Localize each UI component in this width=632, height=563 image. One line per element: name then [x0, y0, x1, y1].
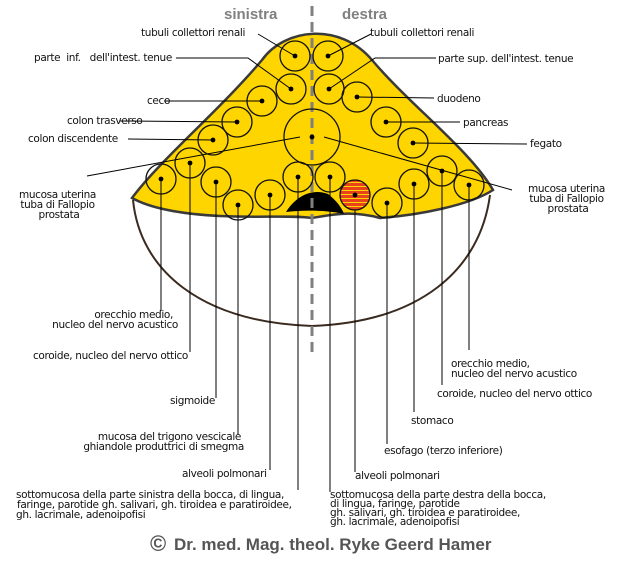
relay-left-colon-trasverso [221, 106, 253, 138]
label-left-sottomucosa: sottomucosa della parte sinistra della b… [16, 489, 295, 521]
relay-left-tubuli-dot [292, 53, 298, 59]
label-left-colon-discendente: colon discendente [28, 133, 118, 145]
relay-right-stomaco-dot [411, 181, 417, 187]
label-left-colon-trasverso: colon trasverso [67, 115, 143, 127]
label-right-intestino-sup: parte sup. dell'intest. tenue [438, 53, 573, 65]
leader-line-8 [328, 57, 436, 90]
relay-left-alveoli [282, 161, 314, 193]
label-right-stomaco: stomaco [411, 415, 453, 427]
label-left-mucosa-uterina: mucosa uterina tuba di Fallopio prostata [19, 189, 99, 221]
relay-right-esofago [371, 187, 403, 219]
label-right-sottomucosa: sottomucosa della parte destra della boc… [330, 489, 549, 528]
label-right-coroide: coroide, nucleo del nervo ottico [437, 388, 592, 400]
relay-left-mucosa-dot [158, 176, 164, 182]
relay-right-orecchio-dot [466, 182, 472, 188]
label-left-sigmoide: sigmoide [170, 395, 215, 407]
relay-left-tubuli [279, 40, 311, 72]
relay-center-fegato-mucosa-dot [309, 134, 315, 140]
label-right-orecchio-medio: orecchio medio, nucleo del nervo acustic… [451, 358, 577, 380]
copyright-text: Dr. med. Mag. theol. Ryke Geerd Hamer [174, 535, 492, 554]
relay-left-intestino-inf-dot [288, 86, 294, 92]
relay-right-tubuli-dot [325, 53, 331, 59]
relay-right-alveoli [314, 161, 346, 193]
label-right-fegato: fegato [530, 138, 562, 150]
relay-right-fegato [397, 127, 429, 159]
label-left-tubuli: tubuli collettori renali [141, 27, 245, 39]
leader-line-7 [327, 33, 372, 57]
label-left-ceco: ceco [147, 95, 170, 107]
relay-left-trigono-dot [267, 192, 273, 198]
relay-left-alveoli-dot [295, 174, 301, 180]
leader-line-6 [323, 136, 513, 191]
leader-line-0 [257, 33, 296, 57]
relay-center-fegato-mucosa [283, 108, 341, 166]
relay-right-pancreas-dot [383, 119, 389, 125]
leader-line-1 [176, 57, 292, 90]
relay-right-alveoli-dot [327, 174, 333, 180]
relay-left-mucosa [145, 163, 177, 195]
label-right-pancreas: pancreas [463, 117, 508, 129]
relay-right-orecchio [453, 169, 485, 201]
leader-lines [86, 33, 528, 492]
copyright-symbol: © [150, 531, 166, 556]
relay-right-pancreas [370, 106, 402, 138]
leader-line-9 [356, 96, 435, 99]
label-left-orecchio-medio: orecchio medio, nucleo del nervo acustic… [52, 309, 178, 331]
relay-left-colon-discendente-dot [210, 137, 216, 143]
relay-right-esofago-highlight-dot [352, 192, 358, 198]
label-left-coroide: coroide, nucleo del nervo ottico [33, 350, 188, 362]
relay-right-duodeno [341, 81, 373, 113]
relay-left-intestino-inf [275, 73, 307, 105]
label-right-alveoli: alveoli polmonari [355, 470, 440, 482]
relay-right-fegato-dot [410, 140, 416, 146]
label-left-trigono: mucosa del trigono vescicale ghiandole p… [83, 431, 244, 453]
relay-right-esofago-dot [384, 200, 390, 206]
relay-left-trigono [254, 179, 286, 211]
relay-left-colon-trasverso-dot [234, 119, 240, 125]
relay-left-ceco [246, 85, 278, 117]
relay-right-stomaco [398, 168, 430, 200]
relay-right-intestino-sup-dot [326, 86, 332, 92]
relay-left-sigmoide [222, 189, 254, 221]
leader-line-4 [127, 138, 214, 141]
relay-left-orecchio [174, 147, 206, 179]
label-left-alveoli: alveoli polmonari [182, 468, 267, 480]
relay-right-coroide-dot [439, 168, 445, 174]
relay-right-coroide [426, 155, 458, 187]
relay-left-ceco-dot [259, 98, 265, 104]
relay-left-sigmoide-dot [235, 202, 241, 208]
relay-circles [145, 40, 485, 221]
label-right-esofago: esofago (terzo inferiore) [384, 445, 503, 457]
relay-left-orecchio-dot [187, 160, 193, 166]
relay-right-tubuli [312, 40, 344, 72]
leader-line-5 [86, 136, 301, 177]
relay-left-coroide [200, 166, 232, 198]
leader-line-3 [119, 120, 238, 123]
leader-line-11 [412, 142, 528, 145]
label-right-duodeno: duodeno [437, 93, 481, 105]
label-right-tubuli: tubuli collettori renali [370, 27, 474, 39]
relay-right-duodeno-dot [354, 94, 360, 100]
relay-left-coroide-dot [213, 179, 219, 185]
side-title-left: sinistra [224, 6, 278, 23]
label-left-intestino-inf: parte inf. dell'intest. tenue [34, 52, 172, 64]
side-title-right: destra [342, 6, 388, 23]
label-right-mucosa-uterina: mucosa uterina tuba di Fallopio prostata [528, 183, 608, 215]
relay-left-colon-discendente [197, 124, 229, 156]
